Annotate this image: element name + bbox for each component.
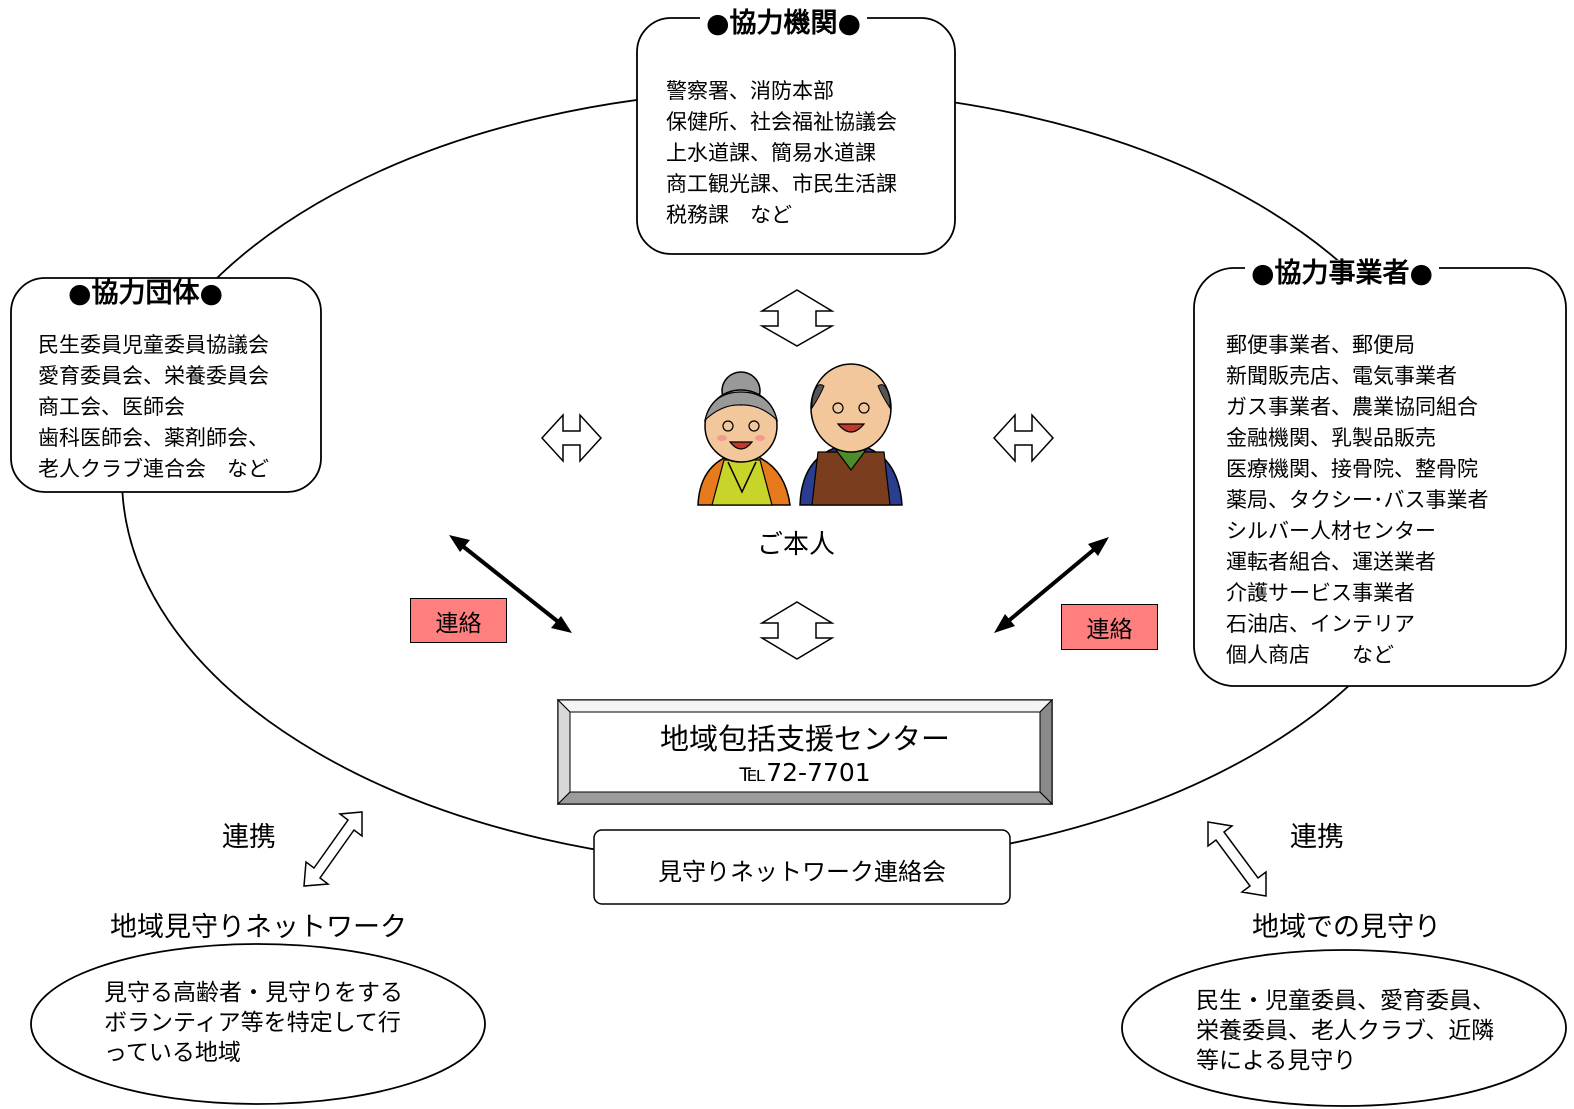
text-line: ボランティア等を特定して行 [104, 1010, 401, 1036]
center-tel: ℡72-7701 [739, 758, 871, 787]
network-area-text: 見守る高齢者・見守りをする ボランティア等を特定して行 っている地域 [104, 978, 403, 1068]
list-item: 税務課 など [666, 203, 792, 227]
network-area-ellipse [30, 943, 486, 1105]
dantai-box [10, 277, 322, 493]
renkei-label-right: 連携 [1290, 822, 1344, 853]
dantai-title: ●協力団体● [62, 280, 230, 307]
text-line: っている地域 [104, 1040, 241, 1066]
center-box [556, 698, 1054, 806]
updown-arrow-bottom [759, 601, 835, 660]
list-item: 医療機関、接骨院、整骨院 [1226, 457, 1478, 481]
jigyosha-title: ●協力事業者● [1245, 260, 1440, 287]
leftright-arrow-left [540, 413, 603, 463]
list-item: 愛育委員会、栄養委員会 [38, 364, 269, 388]
list-item: 商工観光課、市民生活課 [666, 172, 897, 196]
list-item: ガス事業者、農業協同組合 [1226, 395, 1478, 419]
list-item: 個人商店 など [1226, 643, 1394, 667]
network-area-title: 地域見守りネットワーク [104, 914, 413, 941]
renkei-arrow-right [1207, 821, 1267, 897]
list-item: 歯科医師会、薬剤師会、 [38, 426, 269, 450]
list-item: 新聞販売店、電気事業者 [1226, 364, 1457, 388]
list-item: 薬局、タクシー･バス事業者 [1226, 488, 1489, 512]
list-item: 保健所、社会福祉協議会 [666, 110, 897, 134]
list-item: 郵便事業者、郵便局 [1226, 333, 1415, 357]
list-item: 石油店、インテリア [1226, 612, 1415, 636]
renraku-arrow-left [449, 535, 572, 633]
jigyosha-list: 郵便事業者、郵便局 新聞販売店、電気事業者 ガス事業者、農業協同組合 金融機関、… [1226, 330, 1489, 671]
elderly-couple-illustration [697, 363, 903, 506]
renrakukai-label: 見守りネットワーク連絡会 [658, 858, 946, 886]
list-item: 介護サービス事業者 [1226, 581, 1415, 605]
mimamori-area-ellipse [1121, 949, 1567, 1107]
list-item: シルバー人材センター [1226, 519, 1436, 543]
mimamori-area-text: 民生・児童委員、愛育委員、 栄養委員、老人クラブ、近隣 等による見守り [1196, 986, 1495, 1076]
renraku-tag-right: 連絡 [1061, 604, 1158, 650]
text-line: 民生・児童委員、愛育委員、 [1196, 988, 1495, 1014]
dantai-list: 民生委員児童委員協議会 愛育委員会、栄養委員会 商工会、医師会 歯科医師会、薬剤… [38, 330, 269, 485]
mimamori-area-title: 地域での見守り [1246, 914, 1447, 941]
text-line: 等による見守り [1196, 1048, 1357, 1074]
kikan-list: 警察署、消防本部 保健所、社会福祉協議会 上水道課、簡易水道課 商工観光課、市民… [666, 76, 897, 231]
renkei-arrow-left [303, 811, 363, 887]
kikan-title: ●協力機関● [700, 10, 868, 37]
list-item: 金融機関、乳製品販売 [1226, 426, 1436, 450]
renrakukai-box [593, 829, 1011, 905]
list-item: 民生委員児童委員協議会 [38, 333, 269, 357]
list-item: 上水道課、簡易水道課 [666, 141, 876, 165]
text-line: 栄養委員、老人クラブ、近隣 [1196, 1018, 1495, 1044]
list-item: 商工会、医師会 [38, 395, 185, 419]
list-item: 運転者組合、運送業者 [1226, 550, 1436, 574]
gohonnin-label: ご本人 [757, 530, 836, 560]
list-item: 老人クラブ連合会 など [38, 457, 269, 481]
text-line: 見守る高齢者・見守りをする [104, 980, 403, 1006]
leftright-arrow-right [992, 413, 1055, 463]
renraku-tag-left: 連絡 [410, 598, 507, 643]
renkei-label-left: 連携 [222, 822, 276, 853]
list-item: 警察署、消防本部 [666, 79, 834, 103]
updown-arrow-top [759, 289, 835, 347]
center-name: 地域包括支援センター [659, 722, 950, 756]
renraku-arrow-right [994, 537, 1109, 633]
